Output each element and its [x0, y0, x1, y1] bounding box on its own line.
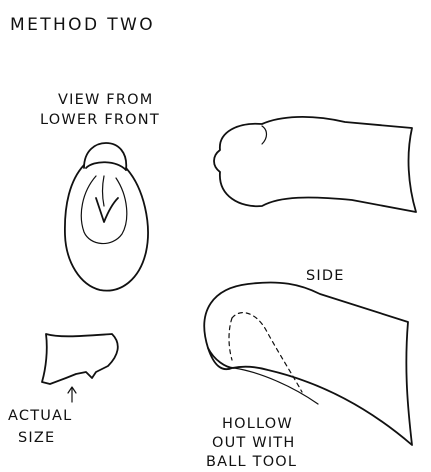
diagram-title: METHOD TWO — [10, 15, 155, 35]
actual-label-line2: SIZE — [18, 430, 55, 446]
hollow-label-line2: OUT WITH — [212, 435, 295, 451]
view-label-line2: LOWER FRONT — [40, 112, 160, 128]
front-view-drawing — [65, 143, 148, 291]
actual-size-drawing — [42, 334, 118, 384]
view-label-line1: VIEW FROM — [58, 92, 153, 108]
hollow-label-line3: BALL TOOL — [206, 454, 297, 470]
hollow-label-line1: HOLLOW — [222, 416, 293, 432]
actual-label-line1: ACTUAL — [8, 408, 72, 424]
up-arrow-icon — [68, 387, 76, 402]
top-profile-drawing — [214, 117, 416, 212]
side-label: SIDE — [306, 268, 345, 284]
